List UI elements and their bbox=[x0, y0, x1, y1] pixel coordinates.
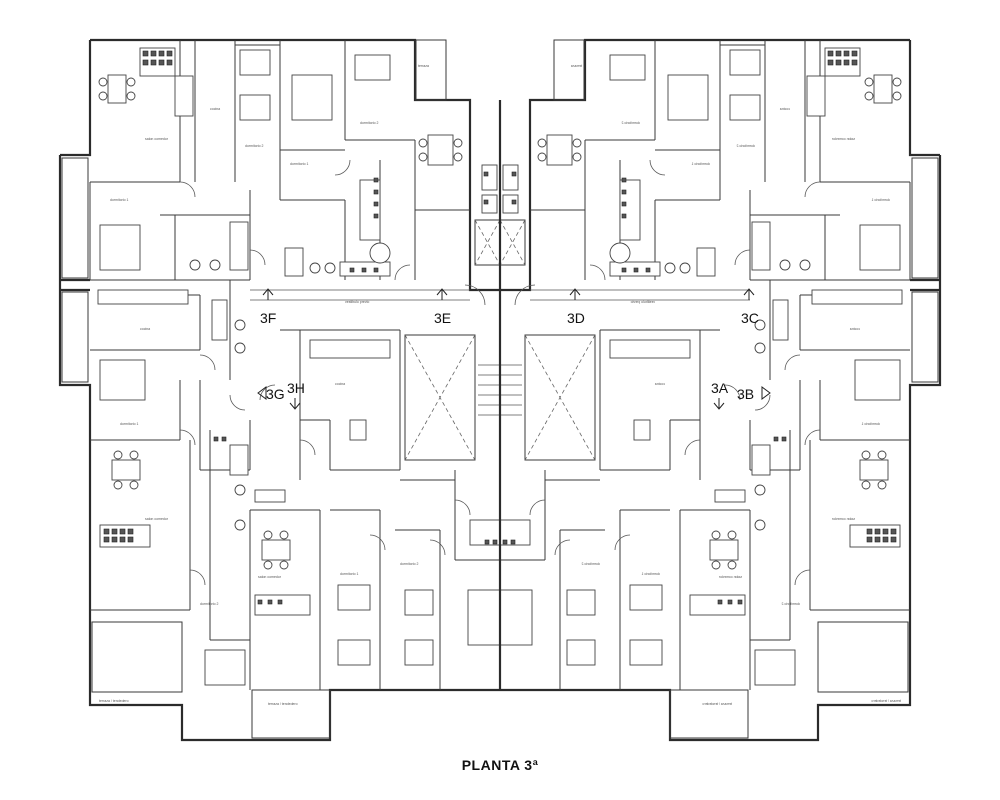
svg-text:cocina: cocina bbox=[335, 382, 345, 386]
floor-plan-left-half: salon comedor cocina dormitorio 2 dormitor… bbox=[58, 38, 501, 742]
svg-text:salon comedor: salon comedor bbox=[145, 517, 169, 521]
arrow-up-icon bbox=[436, 288, 448, 300]
arrow-up-icon bbox=[743, 288, 755, 300]
svg-text:dormitorio 2: dormitorio 2 bbox=[360, 121, 379, 125]
svg-text:terraza / tendedero: terraza / tendedero bbox=[268, 702, 298, 706]
svg-text:dormitorio 2: dormitorio 2 bbox=[400, 562, 419, 566]
svg-text:cocina: cocina bbox=[210, 107, 220, 111]
plan-caption: PLANTA 3ª bbox=[461, 757, 539, 773]
arrow-down-icon bbox=[713, 398, 725, 410]
svg-text:dormitorio 1: dormitorio 1 bbox=[110, 198, 129, 202]
svg-text:salon comedor: salon comedor bbox=[258, 575, 282, 579]
svg-text:dormitorio 1: dormitorio 1 bbox=[290, 162, 309, 166]
svg-text:terraza / tendedero: terraza / tendedero bbox=[99, 699, 129, 703]
arrow-up-icon bbox=[569, 288, 581, 300]
svg-text:vestibulo previo: vestibulo previo bbox=[345, 300, 369, 304]
svg-text:dormitorio 2: dormitorio 2 bbox=[200, 602, 219, 606]
svg-text:salon comedor: salon comedor bbox=[145, 137, 169, 141]
svg-text:cocina: cocina bbox=[140, 327, 150, 331]
arrow-right-icon bbox=[761, 386, 771, 400]
unit-label-3f: 3F bbox=[260, 310, 276, 326]
arrow-up-icon bbox=[262, 288, 274, 300]
unit-label-3g: 3G bbox=[266, 386, 285, 402]
unit-label-3d: 3D bbox=[567, 310, 585, 326]
unit-label-3c: 3C bbox=[741, 310, 759, 326]
svg-text:dormitorio 1: dormitorio 1 bbox=[120, 422, 139, 426]
unit-markers: 3F 3E 3D 3C 3G 3H 3A 3B bbox=[257, 288, 771, 410]
unit-label-3e: 3E bbox=[434, 310, 451, 326]
svg-text:dormitorio 1: dormitorio 1 bbox=[340, 572, 359, 576]
arrow-left-icon bbox=[257, 386, 267, 400]
unit-label-3h: 3H bbox=[287, 380, 305, 396]
arrow-down-icon bbox=[289, 398, 301, 410]
unit-label-3b: 3B bbox=[737, 386, 754, 402]
svg-text:terraza: terraza bbox=[418, 64, 429, 68]
svg-text:dormitorio 2: dormitorio 2 bbox=[245, 144, 264, 148]
unit-label-3a: 3A bbox=[711, 380, 729, 396]
